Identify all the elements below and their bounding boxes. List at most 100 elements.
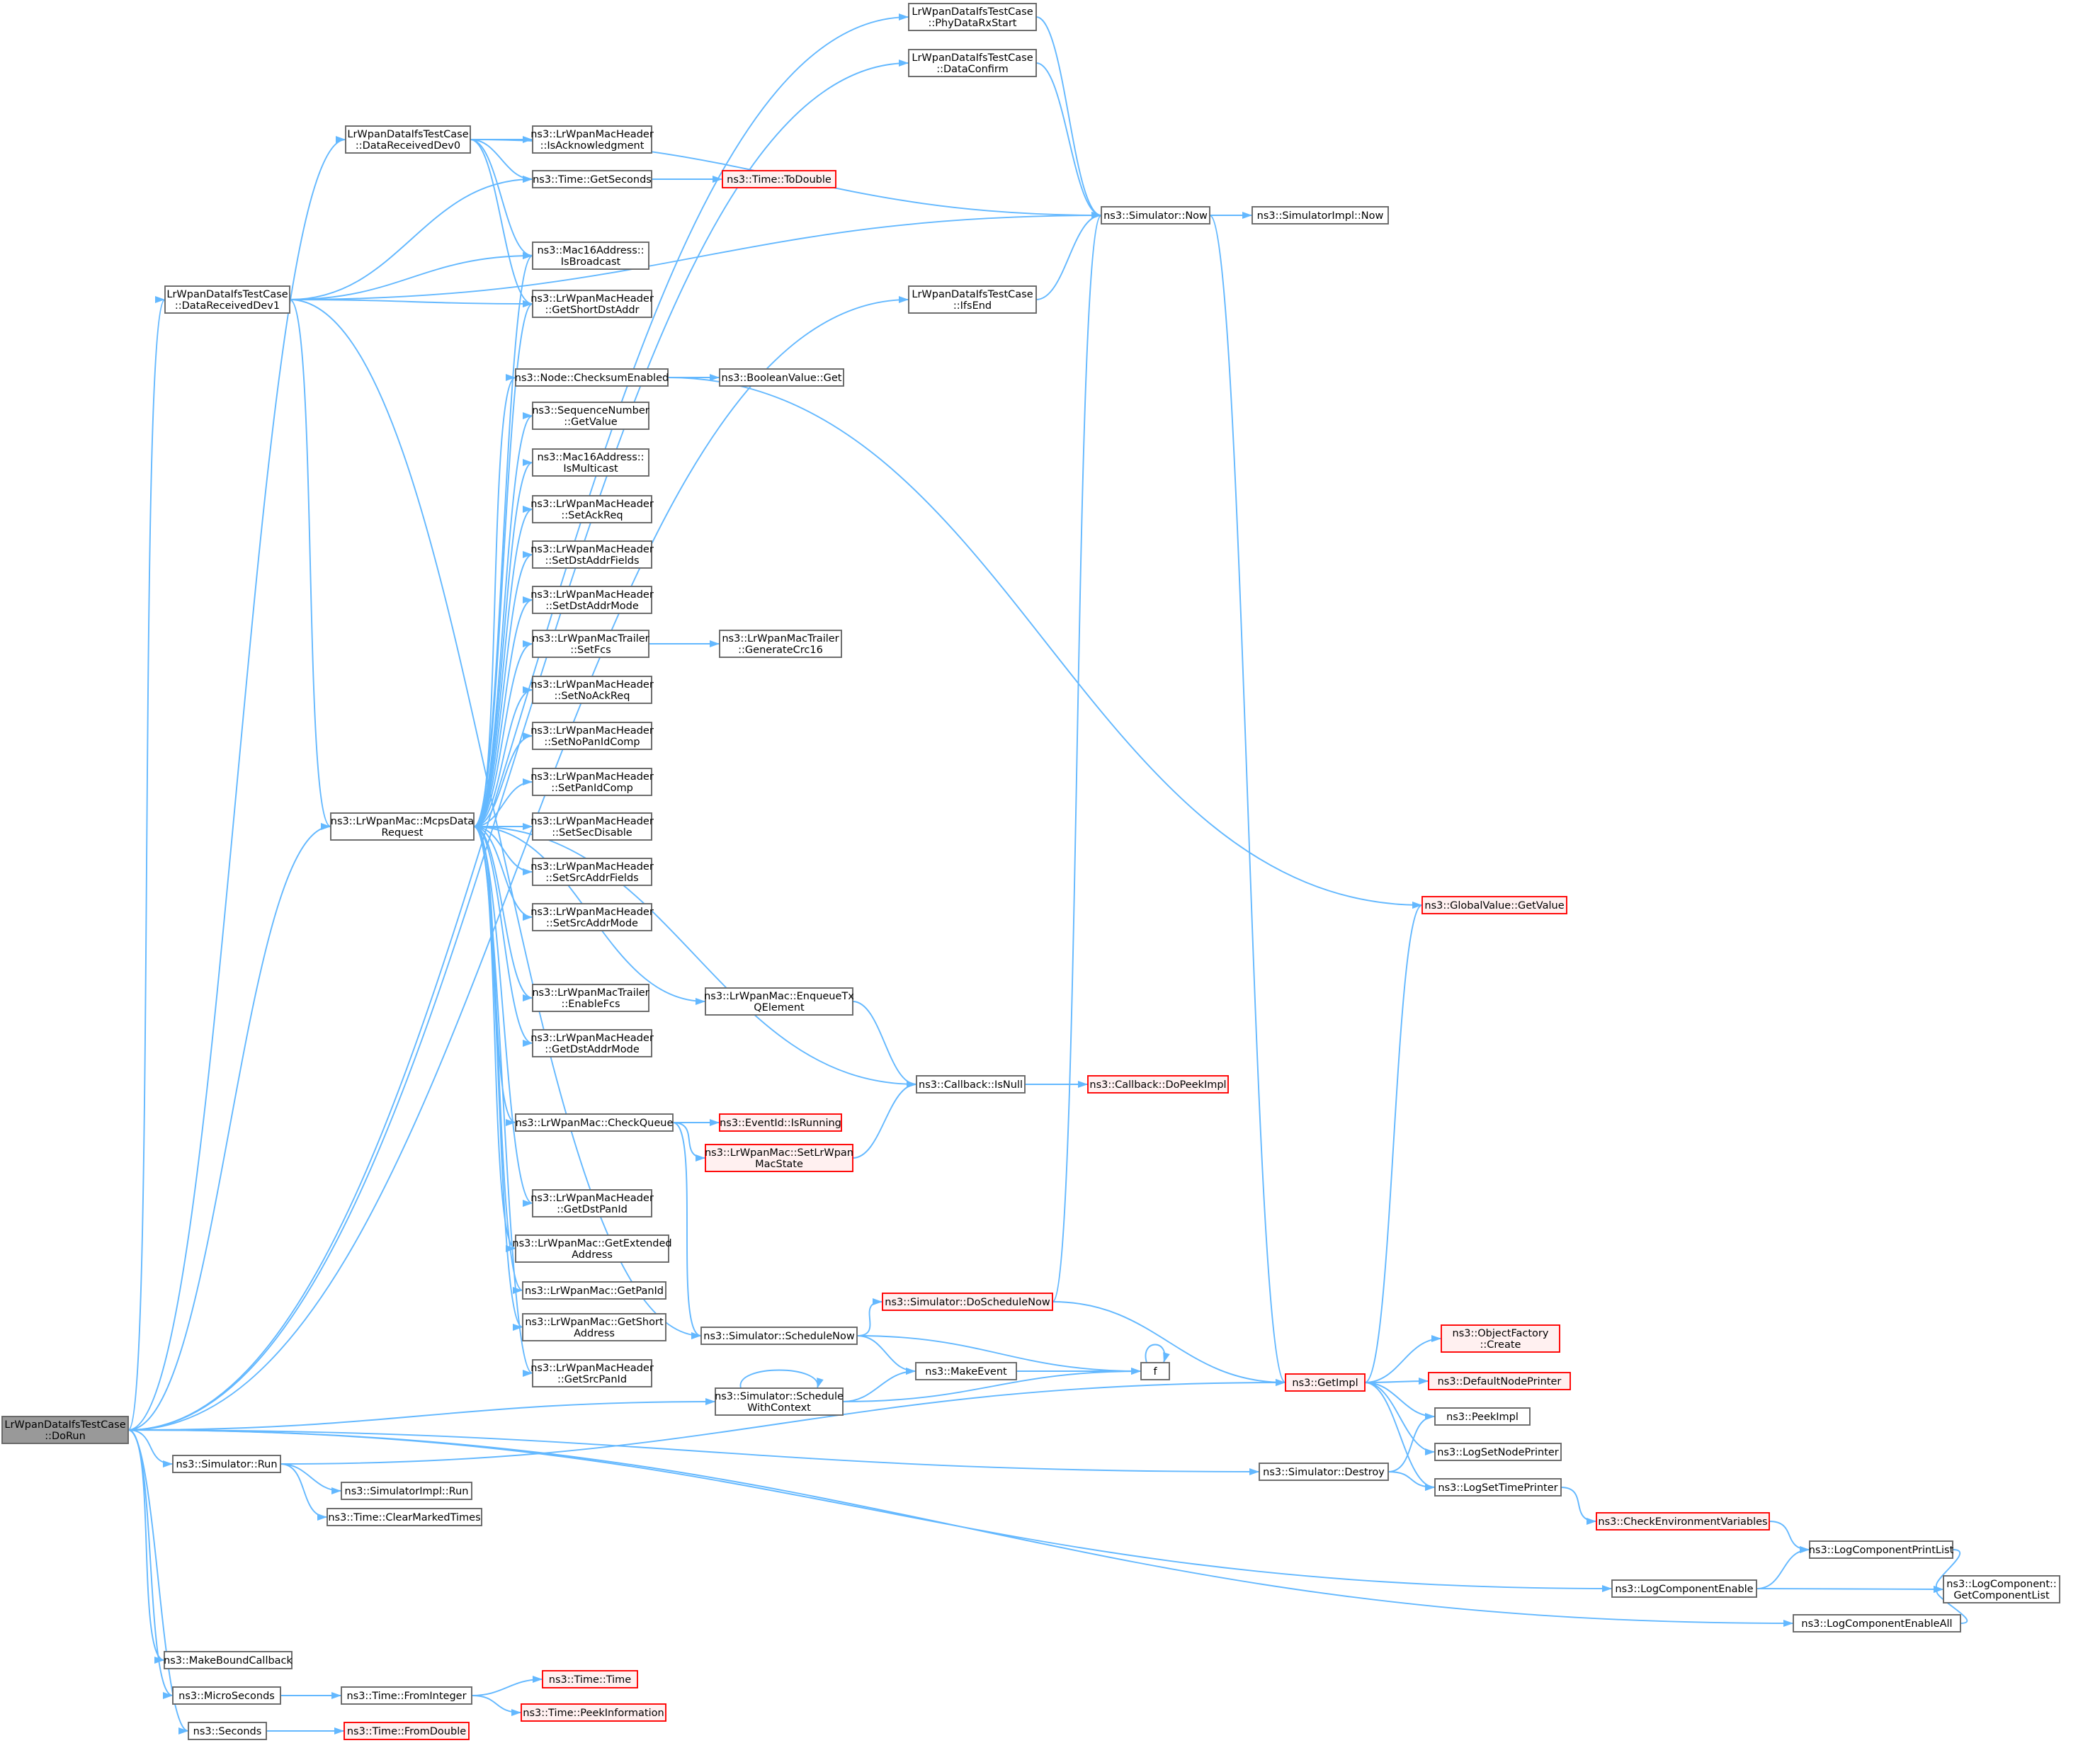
edge-setfcs-gencrc	[648, 640, 720, 647]
node-isbroadcast[interactable]: ns3::Mac16Address::IsBroadcast	[532, 242, 649, 270]
node-implnow[interactable]: ns3::SimulatorImpl::Now	[1252, 206, 1389, 225]
node-dorun[interactable]: LrWpanDataIfsTestCase::DoRun	[1, 1416, 129, 1444]
node-label: ns3::LrWpanMacHeader	[530, 589, 654, 601]
edge-line	[473, 826, 533, 999]
node-now[interactable]: ns3::Simulator::Now	[1101, 206, 1210, 225]
node-setsecdisable[interactable]: ns3::LrWpanMacHeader::SetSecDisable	[530, 812, 654, 841]
node-f[interactable]: f	[1140, 1362, 1170, 1380]
node-phyrx[interactable]: LrWpanDataIfsTestCase::PhyDataRxStart	[908, 3, 1037, 31]
node-setfcs[interactable]: ns3::LrWpanMacTrailer::SetFcs	[532, 630, 649, 658]
node-checkenv[interactable]: ns3::CheckEnvironmentVariables	[1596, 1512, 1770, 1531]
node-boolget[interactable]: ns3::BooleanValue::Get	[719, 368, 844, 387]
node-setdstfields[interactable]: ns3::LrWpanMacHeader::SetDstAddrFields	[530, 540, 654, 569]
node-fromdouble[interactable]: ns3::Time::FromDouble	[344, 1722, 470, 1740]
node-seqget[interactable]: ns3::SequenceNumber::GetValue	[532, 402, 649, 430]
node-logenable[interactable]: ns3::LogComponentEnable	[1611, 1579, 1757, 1598]
node-recv1[interactable]: LrWpanDataIfsTestCase::DataReceivedDev1	[164, 285, 290, 314]
node-destroy[interactable]: ns3::Simulator::Destroy	[1259, 1463, 1389, 1481]
node-setackreq[interactable]: ns3::LrWpanMacHeader::SetAckReq	[530, 495, 654, 523]
node-frominteger[interactable]: ns3::Time::FromInteger	[341, 1686, 472, 1705]
node-getdstmode[interactable]: ns3::LrWpanMacHeader::GetDstAddrMode	[530, 1029, 654, 1057]
node-isack[interactable]: ns3::LrWpanMacHeader::IsAcknowledgment	[530, 125, 654, 154]
node-setsrcfields[interactable]: ns3::LrWpanMacHeader::SetSrcAddrFields	[530, 858, 654, 886]
node-box	[915, 1362, 1017, 1380]
node-box	[719, 368, 844, 387]
edge-run-getimpl	[280, 1379, 1286, 1465]
node-seconds[interactable]: ns3::Seconds	[188, 1722, 267, 1740]
node-timetime[interactable]: ns3::Time::Time	[542, 1670, 638, 1688]
node-logenableall[interactable]: ns3::LogComponentEnableAll	[1793, 1614, 1961, 1633]
node-setnopanid[interactable]: ns3::LrWpanMacHeader::SetNoPanIdComp	[530, 722, 654, 750]
node-lognodeprinter[interactable]: ns3::LogSetNodePrinter	[1434, 1443, 1562, 1461]
node-todouble[interactable]: ns3::Time::ToDouble	[722, 170, 836, 188]
node-recv0[interactable]: LrWpanDataIfsTestCase::DataReceivedDev0	[345, 125, 471, 154]
node-getsrcpan[interactable]: ns3::LrWpanMacHeader::GetSrcPanId	[530, 1359, 654, 1387]
node-makeevent[interactable]: ns3::MakeEvent	[915, 1362, 1017, 1380]
edge-dorun-recv0	[127, 136, 346, 1431]
edge-getimpl-lognodeprinter	[1364, 1382, 1436, 1455]
node-defnodeprinter[interactable]: ns3::DefaultNodePrinter	[1428, 1372, 1571, 1390]
node-isnull[interactable]: ns3::Callback::IsNull	[916, 1075, 1026, 1094]
node-peekinfo[interactable]: ns3::Time::PeekInformation	[521, 1703, 666, 1722]
node-peekimpl[interactable]: ns3::PeekImpl	[1434, 1407, 1531, 1426]
node-label: ns3::PeekImpl	[1446, 1412, 1519, 1423]
node-box	[522, 1313, 666, 1341]
node-getimpl[interactable]: ns3::GetImpl	[1285, 1373, 1366, 1392]
node-box	[1285, 1373, 1366, 1392]
edge-arrowhead	[1163, 1352, 1170, 1363]
node-getdstpan[interactable]: ns3::LrWpanMacHeader::GetDstPanId	[530, 1189, 654, 1217]
edge-mcps-seqget	[473, 412, 533, 827]
edge-arrowhead	[178, 1727, 188, 1735]
node-box	[532, 540, 652, 569]
node-setsrcmode[interactable]: ns3::LrWpanMacHeader::SetSrcAddrMode	[530, 903, 654, 931]
node-label: ns3::CheckEnvironmentVariables	[1598, 1516, 1767, 1528]
node-ifsend[interactable]: LrWpanDataIfsTestCase::IfsEnd	[908, 285, 1037, 314]
node-ismulticast[interactable]: ns3::Mac16Address::IsMulticast	[532, 448, 649, 477]
node-label: ::GenerateCrc16	[738, 645, 823, 656]
node-makebound[interactable]: ns3::MakeBoundCallback	[164, 1651, 293, 1669]
node-schedulenow[interactable]: ns3::Simulator::ScheduleNow	[700, 1327, 858, 1345]
node-setnoack[interactable]: ns3::LrWpanMacHeader::SetNoAckReq	[530, 676, 654, 704]
node-getpanid[interactable]: ns3::LrWpanMac::GetPanId	[522, 1281, 666, 1300]
node-logtimeprinter[interactable]: ns3::LogSetTimePrinter	[1434, 1478, 1562, 1497]
node-gencrc[interactable]: ns3::LrWpanMacTrailer::GenerateCrc16	[719, 630, 842, 658]
node-enablefcs[interactable]: ns3::LrWpanMacTrailer::EnableFcs	[532, 984, 649, 1012]
node-box	[908, 3, 1037, 31]
edge-mcps-setackreq	[473, 506, 533, 827]
node-setpanid[interactable]: ns3::LrWpanMacHeader::SetPanIdComp	[530, 768, 654, 796]
node-printlist[interactable]: ns3::LogComponentPrintList	[1809, 1540, 1954, 1559]
node-doschedulenow[interactable]: ns3::Simulator::DoScheduleNow	[882, 1293, 1053, 1311]
node-isrunning[interactable]: ns3::EventId::IsRunning	[719, 1113, 842, 1132]
node-checksum[interactable]: ns3::Node::ChecksumEnabled	[515, 368, 669, 387]
edge-schedctx-schedctx	[739, 1369, 824, 1389]
node-setdstmode[interactable]: ns3::LrWpanMacHeader::SetDstAddrMode	[530, 586, 654, 614]
node-implrun[interactable]: ns3::SimulatorImpl::Run	[341, 1482, 472, 1500]
edge-line	[280, 1463, 342, 1492]
node-getcomplist[interactable]: ns3::LogComponent::GetComponentList	[1943, 1575, 2060, 1603]
node-label: ns3::LrWpanMacTrailer	[532, 987, 649, 999]
edge-arrowhead	[163, 1460, 173, 1467]
node-clearmarked[interactable]: ns3::Time::ClearMarkedTimes	[327, 1508, 482, 1526]
node-checkqueue[interactable]: ns3::LrWpanMac::CheckQueue	[515, 1113, 674, 1132]
node-label: ::PhyDataRxStart	[929, 18, 1017, 29]
edge-arrowhead	[696, 998, 705, 1005]
node-microseconds[interactable]: ns3::MicroSeconds	[172, 1686, 281, 1705]
edge-arrowhead	[523, 459, 533, 466]
edge-line	[1052, 1301, 1286, 1383]
edge-setstate-isnull	[852, 1081, 917, 1159]
node-dopeek[interactable]: ns3::Callback::DoPeekImpl	[1087, 1075, 1229, 1094]
edge-line	[127, 16, 909, 1431]
node-getseconds[interactable]: ns3::Time::GetSeconds	[532, 170, 652, 188]
node-objcreate[interactable]: ns3::ObjectFactory::Create	[1441, 1324, 1560, 1353]
node-dataconfirm[interactable]: LrWpanDataIfsTestCase::DataConfirm	[908, 49, 1037, 77]
node-getshortdst[interactable]: ns3::LrWpanMacHeader::GetShortDstAddr	[530, 290, 654, 318]
node-globalget[interactable]: ns3::GlobalValue::GetValue	[1421, 896, 1567, 914]
node-run[interactable]: ns3::Simulator::Run	[172, 1455, 281, 1473]
node-box	[532, 448, 649, 477]
